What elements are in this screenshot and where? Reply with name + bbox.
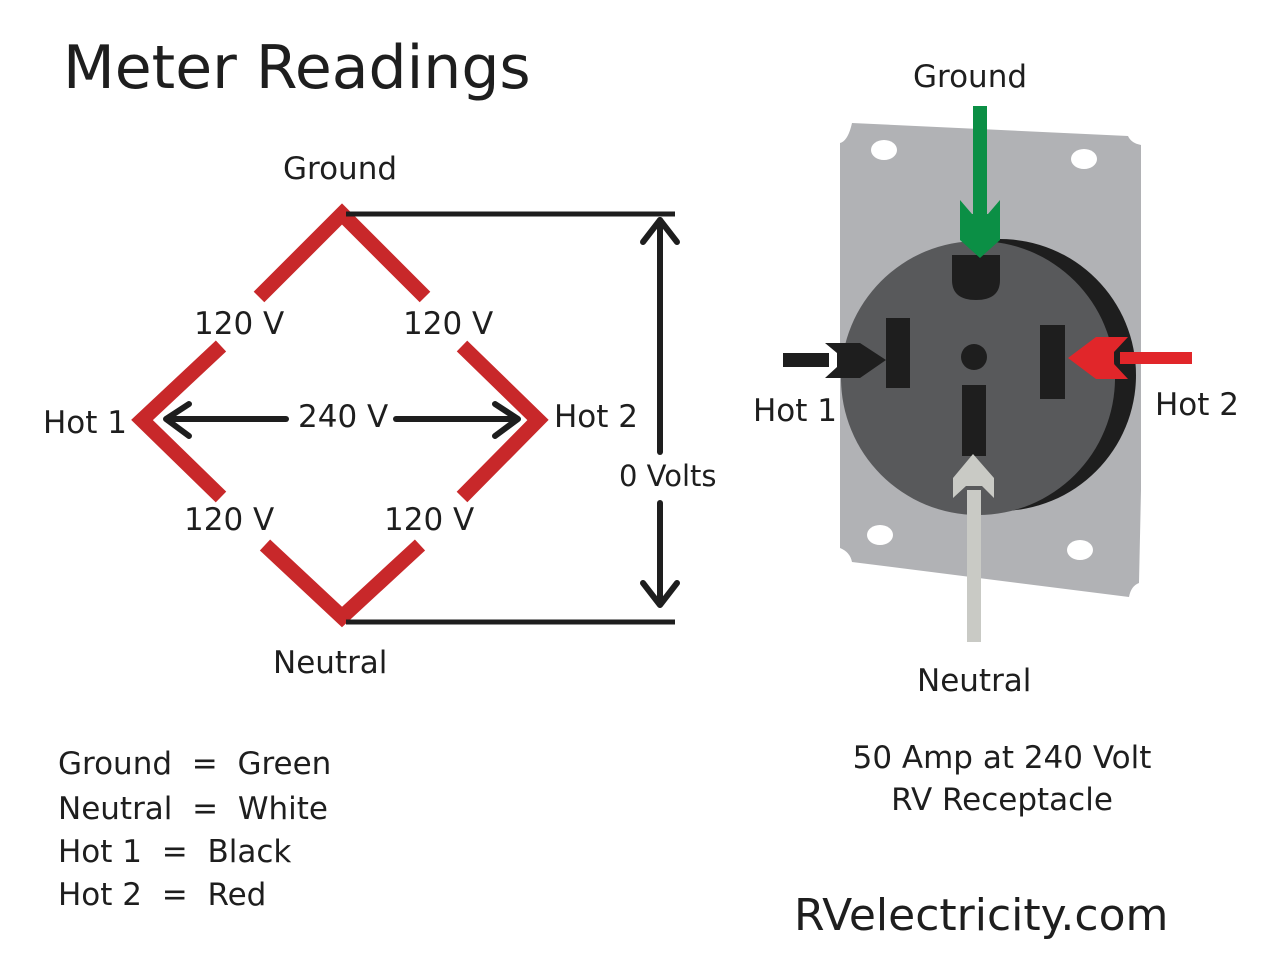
hot1-slot	[886, 318, 910, 388]
reference-lines	[346, 211, 675, 625]
legend-wire: Hot 2	[58, 877, 143, 913]
receptacle-hot2-label: Hot 2	[1155, 387, 1240, 423]
reading-lower-right: 120 V	[384, 502, 475, 538]
ground-arrow	[960, 106, 1000, 258]
mounting-hole-bottom-right	[1067, 540, 1093, 560]
hot2-arrowhead-icon	[1068, 337, 1128, 379]
legend-equals: =	[161, 877, 188, 913]
legend-color: White	[237, 791, 328, 827]
reading-lower-left: 120 V	[184, 502, 275, 538]
reading-center: 240 V	[298, 399, 389, 435]
receptacle-hot1-label: Hot 1	[753, 393, 838, 429]
reading-upper-right: 120 V	[403, 306, 494, 342]
meter-hot2-label: Hot 2	[554, 399, 639, 435]
reading-ground-neutral: 0 Volts	[619, 459, 717, 493]
receptacle-neutral-label: Neutral	[917, 663, 1032, 699]
hot1-arrowhead-icon	[825, 343, 886, 378]
arrowhead-left-icon	[163, 401, 192, 439]
arrowhead-up-icon	[640, 217, 680, 245]
legend-equals: =	[161, 834, 188, 870]
legend-row-ground: Ground = Green	[58, 746, 331, 782]
zero-volts-arrow	[640, 217, 680, 608]
mounting-hole-top-left	[871, 140, 897, 160]
diamond-left-segment	[131, 340, 227, 503]
ground-arrowhead-icon	[960, 200, 1000, 258]
legend-wire: Ground	[58, 746, 173, 782]
reading-upper-left: 120 V	[194, 306, 285, 342]
mounting-hole-bottom-left	[867, 525, 893, 545]
meter-hot1-label: Hot 1	[43, 405, 128, 441]
two-forty-volts-arrow	[163, 401, 521, 439]
receptacle-caption-line1: 50 Amp at 240 Volt	[852, 740, 1152, 776]
diamond-bottom-segment	[259, 539, 426, 628]
arrowhead-right-icon	[492, 401, 521, 439]
hot2-slot	[1040, 325, 1065, 399]
legend-row-hot1: Hot 1 = Black	[58, 834, 291, 870]
receptacle-face	[841, 241, 1115, 515]
website-link[interactable]: RVelectricity.com	[794, 890, 1169, 941]
receptacle	[840, 123, 1141, 597]
meter-diamond	[131, 203, 549, 628]
arrowhead-down-icon	[640, 580, 680, 608]
center-pin-hole	[961, 344, 987, 370]
neutral-arrowhead-icon	[953, 454, 994, 498]
page-title: Meter Readings	[63, 33, 531, 103]
hot2-arrow	[1068, 337, 1192, 379]
legend-row-hot2: Hot 2 = Red	[58, 877, 266, 913]
receptacle-ground-label: Ground	[913, 59, 1028, 95]
legend-color: Red	[207, 877, 267, 913]
diamond-right-segment	[456, 340, 549, 503]
diamond-top-segment	[253, 203, 431, 303]
receptacle-caption-line2: RV Receptacle	[891, 782, 1113, 818]
legend-wire: Hot 1	[58, 834, 143, 870]
legend-color: Black	[207, 834, 292, 870]
legend-row-neutral: Neutral = White	[58, 791, 328, 827]
hot1-arrow	[783, 343, 886, 378]
ground-slot	[952, 255, 1000, 300]
legend-color: Green	[237, 746, 332, 782]
neutral-arrow	[953, 454, 994, 642]
legend-equals: =	[192, 791, 219, 827]
legend-wire: Neutral	[58, 791, 173, 827]
legend-equals: =	[191, 746, 218, 782]
mounting-hole-top-right	[1071, 149, 1097, 169]
meter-ground-label: Ground	[283, 151, 398, 187]
meter-neutral-label: Neutral	[273, 645, 388, 681]
neutral-slot	[962, 385, 986, 456]
